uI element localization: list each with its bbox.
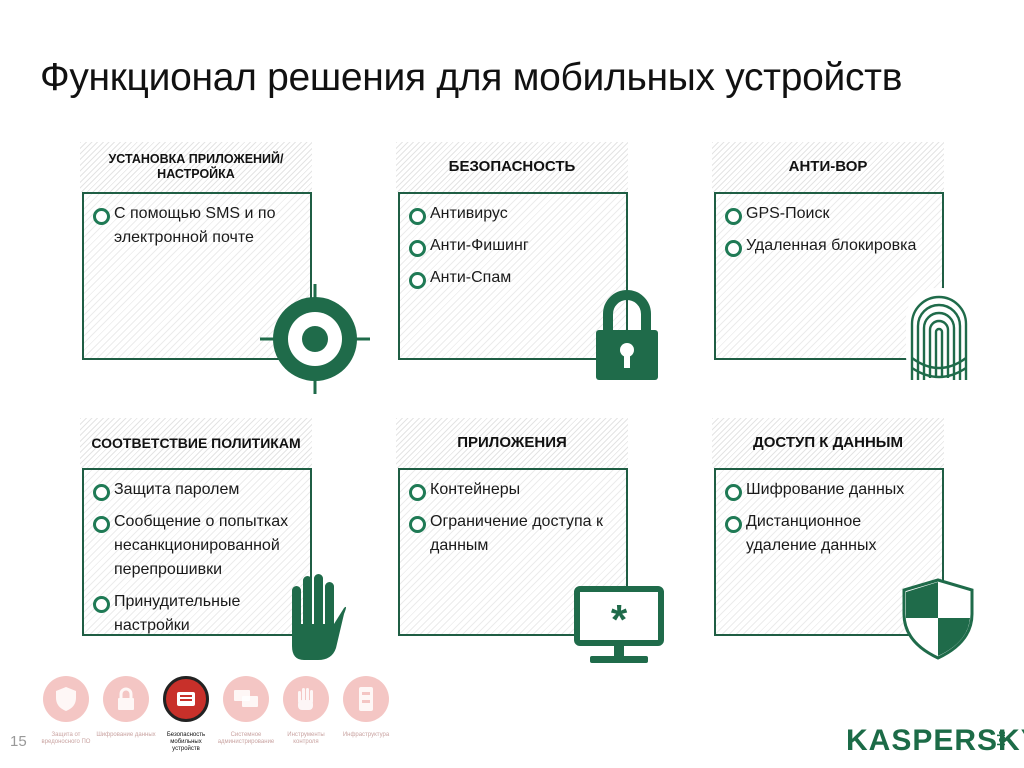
nav-circle <box>103 676 149 722</box>
slide-title: Функционал решения для мобильных устройс… <box>40 56 903 99</box>
nav-circle <box>43 676 89 722</box>
nav-circle <box>343 676 389 722</box>
list-item: Защита паролем <box>93 478 300 502</box>
nav-circle <box>223 676 269 722</box>
logo-brand: KASPERSKY <box>846 724 1024 757</box>
list-item: Удаленная блокировка <box>725 234 932 258</box>
kaspersky-logo: KASPERSKY lab <box>846 724 1024 758</box>
nav-item-control-tools[interactable]: Инструменты контроля <box>276 676 336 746</box>
card-title: ДОСТУП К ДАННЫМ <box>712 418 944 468</box>
nav-circle <box>283 676 329 722</box>
fingerprint-icon <box>906 288 972 386</box>
nav-label: Защита от вредоносного ПО <box>41 732 91 745</box>
page-number: 15 <box>10 733 27 750</box>
list-item: Шифрование данных <box>725 478 932 502</box>
shield-icon <box>902 578 974 660</box>
nav-label: Безопасность мобильных устройств <box>166 732 206 752</box>
lock-icon <box>118 687 134 710</box>
list-item: GPS-Поиск <box>725 202 932 226</box>
windows-icon <box>234 690 258 707</box>
list-item: Принудительные настройки <box>93 590 300 638</box>
list-item: Дистанционное удаление данных <box>725 510 932 558</box>
hand-stop-icon <box>292 574 346 660</box>
infrastructure-icon <box>359 687 373 711</box>
nav-label: Шифрование данных <box>96 732 156 738</box>
list-item: Анти-Спам <box>409 266 616 290</box>
target-icon <box>260 284 370 394</box>
nav-item-anti-malware[interactable]: Защита от вредоносного ПО <box>36 676 96 746</box>
logo-suffix: lab <box>996 730 1008 746</box>
nav-label: Инструменты контроля <box>287 732 325 745</box>
nav-label: Системное администрирование <box>217 732 275 745</box>
list-item: Сообщение о попытках несанкционированной… <box>93 510 300 582</box>
list-item: Контейнеры <box>409 478 616 502</box>
shield-icon <box>56 687 76 711</box>
card-body: GPS-Поиск Удаленная блокировка <box>714 192 944 360</box>
list-item: Ограничение доступа к данным <box>409 510 616 558</box>
lock-icon <box>596 290 658 380</box>
nav-item-systems-management[interactable]: Системное администрирование <box>216 676 276 746</box>
card-title: СООТВЕТСТВИЕ ПОЛИТИКАМ <box>80 418 312 468</box>
card-title: УСТАНОВКА ПРИЛОЖЕНИЙ/ НАСТРОЙКА <box>80 142 312 192</box>
card-title: БЕЗОПАСНОСТЬ <box>396 142 628 192</box>
card-body: Защита паролем Сообщение о попытках неса… <box>82 468 312 636</box>
hand-icon <box>298 688 313 710</box>
svg-text:*: * <box>611 596 628 643</box>
mobile-icon <box>177 692 195 706</box>
list-item: Анти-Фишинг <box>409 234 616 258</box>
list-item: Антивирус <box>409 202 616 226</box>
nav-circle <box>163 676 209 722</box>
card-title: АНТИ-ВОР <box>712 142 944 192</box>
nav-item-infrastructure[interactable]: Инфраструктура <box>336 676 396 739</box>
list-item: С помощью SMS и по электронной почте <box>93 202 300 250</box>
card-body: Антивирус Анти-Фишинг Анти-Спам <box>398 192 628 360</box>
section-navigation: Защита от вредоносного ПО Шифрование дан… <box>36 676 396 766</box>
nav-item-encryption[interactable]: Шифрование данных <box>96 676 156 739</box>
monitor-asterisk-icon: * <box>574 586 664 663</box>
card-title: ПРИЛОЖЕНИЯ <box>396 418 628 468</box>
nav-label: Инфраструктура <box>342 732 390 738</box>
nav-item-mobile-security[interactable]: Безопасность мобильных устройств <box>156 676 216 753</box>
